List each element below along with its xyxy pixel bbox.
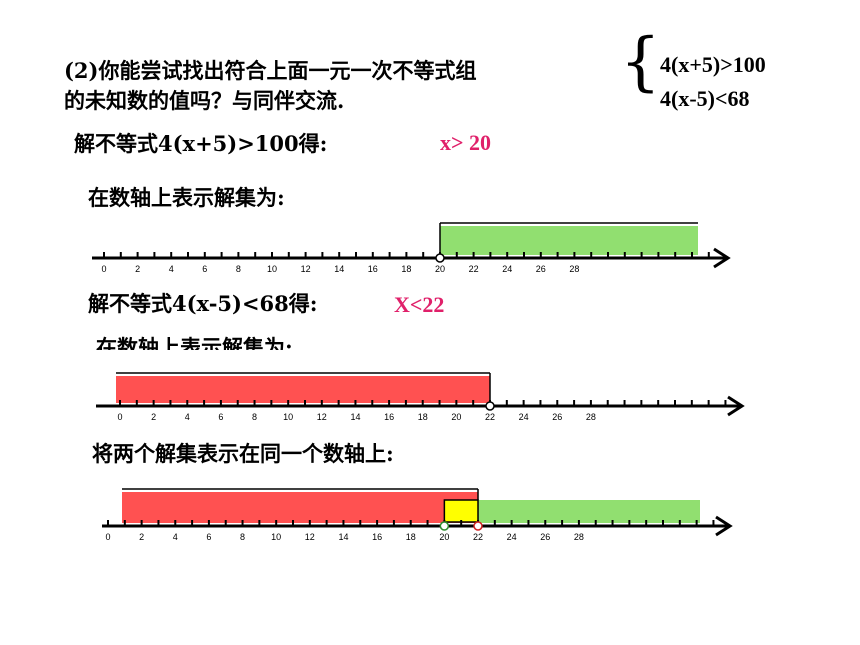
tick-label-6: 6 [206,532,211,542]
tick-label-10: 10 [267,264,277,274]
tick-label-10: 10 [271,532,281,542]
tick-label-0: 0 [101,264,106,274]
question-line-2: 的未知数的值吗？与同伴交流. [64,88,345,113]
tick-label-6: 6 [218,412,223,422]
solution-region-x-lt-22 [122,492,478,523]
tick-label-22: 22 [469,264,479,274]
tick-label-12: 12 [317,412,327,422]
tick-label-0: 0 [105,532,110,542]
tick-label-8: 8 [236,264,241,274]
solution-region-x-gt-20 [440,226,698,255]
axis-arrow [713,247,731,269]
tick-label-26: 26 [540,532,550,542]
system-brace: { [620,25,661,99]
overlap-box [443,499,479,523]
step2-axis-label: 在数轴上表示解集为: [96,335,293,350]
step2-answer: X<22 [394,292,445,317]
tick-label-2: 2 [151,412,156,422]
solution-region-x-gt-20 [478,500,700,523]
step3-label: 将两个解集表示在同一个数轴上: [92,441,394,466]
tick-label-24: 24 [507,532,517,542]
solution-region-x-lt-22 [116,376,490,403]
tick-label-18: 18 [406,532,416,542]
tick-label-4: 4 [185,412,190,422]
system-inequality-1: 4(x+5)>100 [660,52,766,77]
step1-axis-label: 在数轴上表示解集为: [88,185,285,210]
tick-label-12: 12 [305,532,315,542]
tick-label-22: 22 [473,532,483,542]
tick-label-4: 4 [169,264,174,274]
tick-label-24: 24 [502,264,512,274]
axis-arrow [727,395,745,417]
step1-answer: x> 20 [440,130,492,155]
tick-label-16: 16 [368,264,378,274]
open-circle [435,253,445,263]
step2-label: 解不等式4(x-5)<68得: [88,291,318,316]
question-line-1: (2)你能尝试找出符合上面一元一次不等式组 [64,58,477,83]
tick-label-18: 18 [418,412,428,422]
tick-label-14: 14 [338,532,348,542]
open-circle [473,521,483,531]
open-circle [439,521,450,531]
axis-arrow [715,515,733,537]
tick-label-14: 14 [334,264,344,274]
tick-label-24: 24 [519,412,529,422]
open-circle [485,401,495,411]
tick-label-20: 20 [439,532,449,542]
tick-label-28: 28 [586,412,596,422]
tick-label-14: 14 [350,412,360,422]
step1-label: 解不等式4(x+5)>100得: [74,131,328,156]
tick-label-26: 26 [552,412,562,422]
tick-label-16: 16 [372,532,382,542]
tick-label-2: 2 [135,264,140,274]
tick-label-20: 20 [451,412,461,422]
tick-label-22: 22 [485,412,495,422]
tick-label-26: 26 [536,264,546,274]
tick-label-12: 12 [301,264,311,274]
tick-label-0: 0 [117,412,122,422]
tick-label-4: 4 [173,532,178,542]
tick-label-2: 2 [139,532,144,542]
tick-label-16: 16 [384,412,394,422]
system-inequality-2: 4(x-5)<68 [660,86,750,111]
tick-label-18: 18 [401,264,411,274]
tick-label-8: 8 [240,532,245,542]
tick-label-10: 10 [283,412,293,422]
tick-label-6: 6 [202,264,207,274]
tick-label-20: 20 [435,264,445,274]
tick-label-28: 28 [569,264,579,274]
tick-label-28: 28 [574,532,584,542]
tick-label-8: 8 [252,412,257,422]
